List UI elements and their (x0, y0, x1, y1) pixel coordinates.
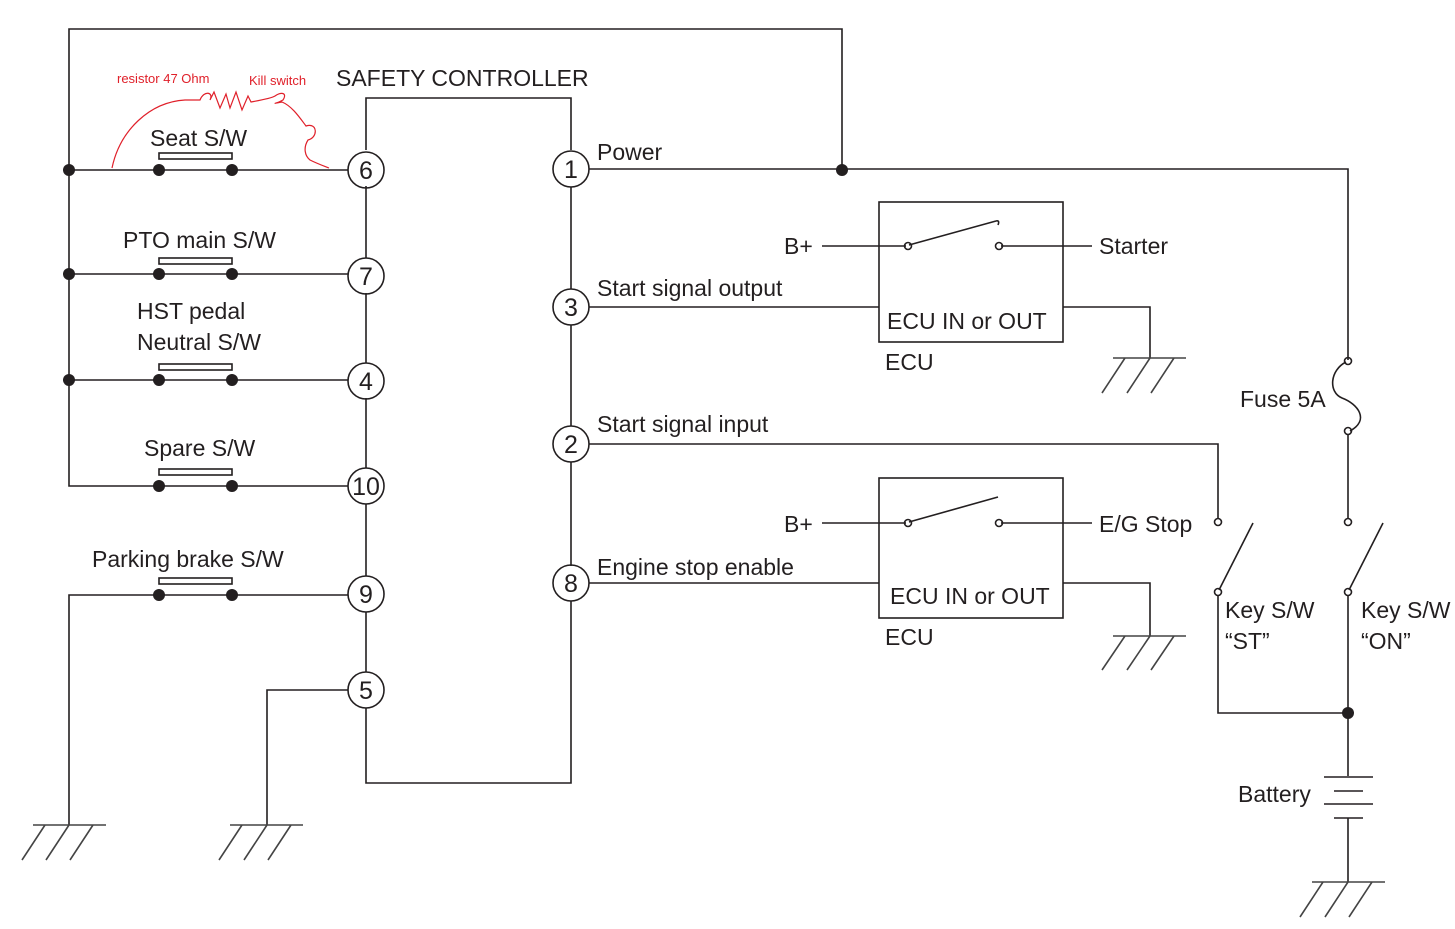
contact-dot (153, 164, 165, 176)
contact-dot (153, 268, 165, 280)
svg-text:1: 1 (564, 156, 578, 184)
kill-switch-annotation: resistor 47 Ohm Kill switch (111, 71, 330, 169)
svg-text:6: 6 (359, 157, 373, 185)
pin-2: 2 (552, 425, 590, 463)
contact-dot (153, 374, 165, 386)
pin-6: 6 (347, 151, 385, 189)
ground-symbol (21, 824, 106, 861)
start-output-label: Start signal output (597, 275, 783, 301)
svg-text:8: 8 (564, 570, 578, 598)
ecu-name-label: ECU (885, 624, 934, 650)
junction-dot (63, 268, 75, 280)
pin-5: 5 (347, 671, 385, 709)
fuse: Fuse 5A (1240, 356, 1362, 519)
key-on-label-line2: “ON” (1361, 628, 1411, 654)
ecu-io-label: ECU IN or OUT (887, 308, 1047, 334)
start-input-label: Start signal input (597, 411, 769, 437)
engine-stop-label: Engine stop enable (597, 554, 794, 580)
pin-3: 3 (552, 288, 590, 326)
pin-7: 7 (347, 257, 385, 295)
contact-dot (226, 589, 238, 601)
ground-symbol (1101, 357, 1186, 394)
key-switch-st: Key S/W “ST” (1213, 517, 1348, 714)
resistor-bypass-wire (111, 90, 330, 169)
svg-text:2: 2 (564, 431, 578, 459)
fuse-label: Fuse 5A (1240, 386, 1326, 412)
contact-dot (226, 164, 238, 176)
switch-plunger (158, 152, 233, 160)
starter-label: Starter (1099, 233, 1168, 259)
pin-4: 4 (347, 362, 385, 400)
kill-switch-label: Kill switch (249, 73, 306, 88)
ecu-starter: B+ Starter ECU IN or OUT ECU (784, 201, 1186, 394)
key-switch-on: Key S/W “ON” (1342, 517, 1451, 776)
pin-8: 8 (552, 564, 590, 602)
contact-dot (226, 374, 238, 386)
ground-symbol (1101, 635, 1186, 671)
pto-switch-label: PTO main S/W (123, 227, 276, 253)
battery: Battery (1238, 776, 1385, 918)
switch-plunger (158, 577, 233, 585)
eg-stop-label: E/G Stop (1099, 511, 1192, 537)
controller-outline (365, 97, 572, 784)
controller-title: SAFETY CONTROLLER (336, 65, 589, 91)
svg-text:3: 3 (564, 294, 578, 322)
power-label: Power (597, 139, 663, 165)
resistor-label: resistor 47 Ohm (117, 71, 209, 86)
switch-plunger (158, 468, 233, 476)
contact-dot (226, 480, 238, 492)
svg-text:4: 4 (359, 368, 373, 396)
pto-switch: PTO main S/W (63, 227, 348, 280)
junction-dot (63, 374, 75, 386)
battery-label: Battery (1238, 781, 1311, 807)
ecu-name-label: ECU (885, 349, 934, 375)
junction-dot (1342, 707, 1354, 719)
fuse-icon (1331, 361, 1362, 432)
wire-start-input (589, 443, 1219, 519)
hst-switch: HST pedal Neutral S/W (63, 298, 348, 386)
ecu-box (878, 201, 1064, 343)
ecu-box (878, 477, 1064, 619)
svg-text:7: 7 (359, 263, 373, 291)
seat-switch-label: Seat S/W (150, 125, 247, 151)
svg-text:9: 9 (359, 581, 373, 609)
key-st-label-line1: Key S/W (1225, 597, 1315, 623)
svg-text:10: 10 (352, 473, 380, 501)
key-st-label-line2: “ST” (1225, 628, 1270, 654)
ground-symbol (1299, 881, 1385, 918)
pin-9: 9 (347, 575, 385, 613)
battery-icon (1324, 776, 1373, 882)
contact-dot (153, 480, 165, 492)
bplus-label: B+ (784, 511, 813, 537)
spare-switch: Spare S/W (144, 435, 348, 492)
wire-top-loop (68, 28, 843, 170)
contact-dot (153, 589, 165, 601)
parking-brake-switch-label: Parking brake S/W (92, 546, 284, 572)
junction-dot (63, 164, 75, 176)
ecu-io-label: ECU IN or OUT (890, 583, 1050, 609)
pin-1: 1 (552, 150, 590, 188)
wire-pin5-ground (266, 689, 348, 825)
parking-brake-switch: Parking brake S/W (68, 546, 348, 825)
hst-switch-label-line1: HST pedal (137, 298, 245, 324)
switch-plunger (158, 257, 233, 265)
ground-symbol (218, 824, 303, 861)
seat-switch: Seat S/W (63, 125, 348, 176)
pin-10: 10 (347, 467, 385, 505)
spare-switch-label: Spare S/W (144, 435, 255, 461)
bplus-label: B+ (784, 233, 813, 259)
switch-plunger (158, 363, 233, 371)
contact-dot (226, 268, 238, 280)
hst-switch-label-line2: Neutral S/W (137, 329, 261, 355)
junction-dot (836, 164, 848, 176)
ecu-eg-stop: B+ E/G Stop ECU IN or OUT ECU (784, 477, 1192, 671)
svg-text:5: 5 (359, 677, 373, 705)
key-on-label-line1: Key S/W (1361, 597, 1451, 623)
